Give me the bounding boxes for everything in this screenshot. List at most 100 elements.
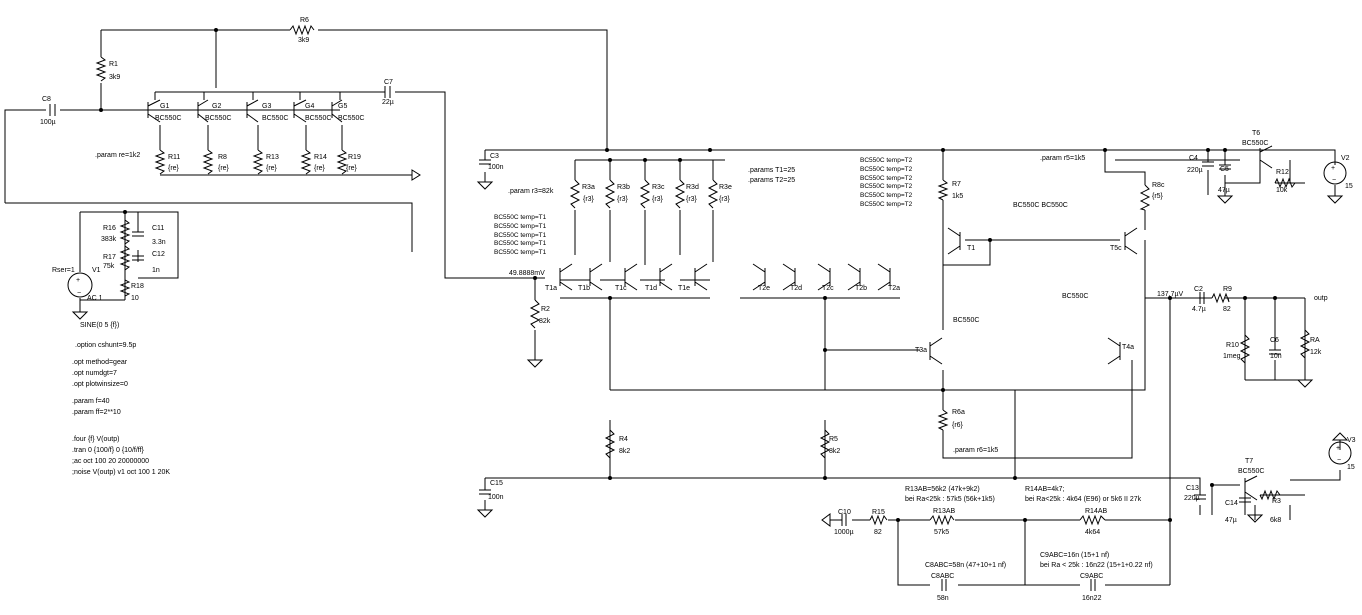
label-v1-ac: AC 1 — [87, 295, 103, 302]
resistor-ra — [1299, 329, 1311, 359]
label-g5-model: BC550C — [338, 115, 364, 122]
ground-symbol — [476, 181, 494, 190]
directive-0: .option cshunt=9.5p — [75, 342, 136, 349]
label-c8abc: C8ABC — [931, 573, 954, 580]
label-r2-value: 82k — [539, 318, 551, 325]
temp-t2-5: BC550C temp=T2 — [860, 201, 913, 208]
directive-9: ;noise V(outp) v1 oct 100 1 20K — [72, 469, 170, 476]
svg-text:−: − — [1337, 457, 1341, 464]
resistor-r17 — [119, 245, 131, 271]
transistor-t1a — [559, 263, 573, 291]
label-v2-value: 15 — [1345, 183, 1353, 190]
label-r13ab-value: 57k5 — [934, 529, 949, 536]
label-v3-value: 15 — [1347, 464, 1355, 471]
resistor-r5 — [819, 429, 831, 459]
label-t6: T6 — [1252, 130, 1260, 137]
label-params-t2: .params T2=25 — [748, 177, 795, 184]
label-r11: R11 — [168, 154, 180, 161]
label-r14-value: {re} — [314, 165, 326, 172]
capacitor-c8 — [49, 104, 56, 116]
label-r7-value: 1k5 — [952, 193, 963, 200]
label-c6: C6 — [1270, 337, 1279, 344]
label-c14-value: 47µ — [1225, 517, 1237, 524]
label-ra-value: 12k — [1310, 349, 1322, 356]
transistors — [147, 99, 1273, 501]
label-outp: outp — [1314, 295, 1328, 302]
label-r1-value: 3k9 — [109, 74, 120, 81]
label-c2: C2 — [1194, 286, 1203, 293]
label-param-re: .param re=1k2 — [95, 152, 140, 159]
resistor-r3 — [1259, 489, 1281, 501]
svg-text:+: + — [1331, 165, 1335, 172]
label-r3d: R3d — [686, 184, 699, 191]
label-r3b-value: {r3} — [617, 196, 629, 203]
ground-symbol — [1331, 432, 1349, 441]
transistor-t2a — [877, 263, 891, 291]
label-v1-rser: Rser=1 — [52, 267, 75, 274]
transistor-t1c — [624, 263, 638, 291]
label-node-voltage-2: 137.7µV — [1157, 291, 1184, 298]
label-bc550c-pair: BC550C BC550C — [1013, 202, 1068, 209]
temp-t1-4: BC550C temp=T1 — [494, 249, 547, 256]
label-node-voltage-1: 49.8888mV — [509, 270, 545, 277]
resistor-r18 — [119, 279, 131, 297]
label-t1e: T1e — [678, 285, 690, 292]
label-r14: R14 — [314, 154, 327, 161]
label-t1c: T1c — [615, 285, 627, 292]
label-t6-model: BC550C — [1242, 140, 1268, 147]
label-bc550c-right: BC550C — [1062, 293, 1088, 300]
label-c14: C14 — [1225, 500, 1238, 507]
temp-t2-3: BC550C temp=T2 — [860, 183, 913, 190]
label-r13-value: {re} — [266, 165, 278, 172]
label-c12: C12 — [152, 251, 165, 258]
transistor-g2 — [197, 99, 209, 123]
label-r1-name: R1 — [109, 61, 118, 68]
label-params-t1: .params T1=25 — [748, 167, 795, 174]
ground-symbol — [1296, 379, 1314, 388]
label-r3a-value: {r3} — [583, 196, 595, 203]
resistor-r3b — [604, 179, 616, 209]
label-c8-name: C8 — [42, 96, 51, 103]
capacitor-c15 — [479, 489, 491, 495]
label-r3-value: 6k8 — [1270, 517, 1281, 524]
label-c10-value: 1000µ — [834, 529, 854, 536]
label-r11-value: {re} — [168, 165, 180, 172]
label-c15: C15 — [490, 480, 503, 487]
capacitor-c5 — [1219, 164, 1231, 170]
label-r19-value: {re} — [346, 165, 358, 172]
label-r3-name: R3 — [1272, 498, 1281, 505]
label-t7: T7 — [1245, 458, 1253, 465]
source-v1 — [67, 272, 93, 298]
label-g1: G1 — [160, 103, 169, 110]
capacitor-c13 — [1194, 494, 1206, 500]
label-c5-value: 47µ — [1218, 187, 1230, 194]
transistor-t1b — [589, 263, 603, 291]
label-t2c: T2c — [822, 285, 834, 292]
label-t2a: T2a — [888, 285, 900, 292]
label-g4-model: BC550C — [305, 115, 331, 122]
label-r5-value: 8k2 — [829, 448, 840, 455]
label-c11: C11 — [152, 225, 164, 232]
temp-t1-2: BC550C temp=T1 — [494, 232, 547, 239]
label-r8c-value: {r5} — [1152, 193, 1164, 200]
label-g5: G5 — [338, 103, 347, 110]
label-r10-value: 1meg — [1223, 353, 1241, 360]
resistors — [95, 24, 1311, 526]
label-r12-value: 10k — [1276, 187, 1288, 194]
label-r17-value: 75k — [103, 263, 115, 270]
transistor-t7 — [1244, 475, 1258, 501]
label-r13ab: R13AB — [933, 508, 956, 515]
transistor-t5c — [1124, 227, 1138, 255]
directive-6: .four {f} V(outp) — [72, 436, 119, 443]
label-r18-value: 10 — [131, 295, 139, 302]
label-t1a: T1a — [545, 285, 557, 292]
label-t1: T1 — [967, 245, 975, 252]
label-t1b: T1b — [578, 285, 590, 292]
label-param-r3: .param r3=82k — [508, 188, 554, 195]
source-v3 — [1328, 441, 1352, 465]
grounds — [71, 169, 1349, 527]
label-bc550c-mid: BC550C — [953, 317, 979, 324]
svg-text:+: + — [76, 277, 80, 284]
